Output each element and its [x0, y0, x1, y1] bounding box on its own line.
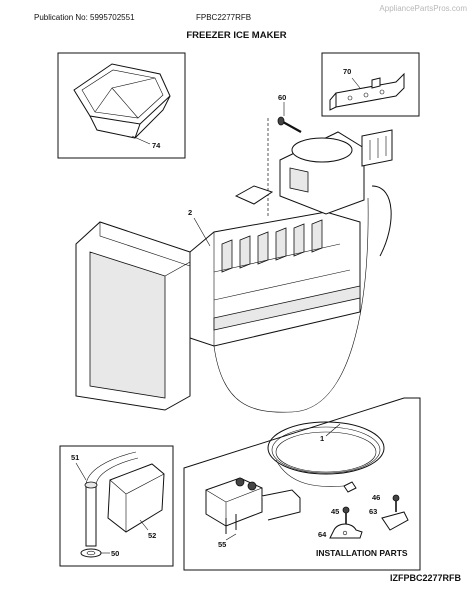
water-tube-coil-2	[271, 426, 381, 474]
screw-head	[277, 116, 285, 126]
mounting-ear	[234, 185, 274, 205]
bracket-hole	[347, 95, 353, 101]
ice-bin-box	[57, 52, 186, 159]
tube-clamp-64	[329, 523, 363, 539]
page-title: FREEZER ICE MAKER	[186, 30, 287, 41]
installation-caption: INSTALLATION PARTS	[316, 548, 408, 558]
connector-pins	[369, 136, 387, 160]
fill-tube-heater-cover	[107, 463, 165, 533]
ejector-finger	[257, 231, 269, 265]
installation-parts-group: 1 55 45 64 46 63 INSTALLATION PARTS	[183, 397, 421, 571]
grommet-hole	[86, 550, 96, 556]
valve-inlet	[225, 514, 237, 534]
callout-60: 60	[278, 93, 286, 102]
ice-bin-inner-fold	[94, 77, 156, 119]
leader-55	[225, 533, 237, 541]
bracket-box	[321, 52, 420, 117]
ice-bin-rim	[73, 63, 171, 125]
callout-50: 50	[111, 549, 119, 558]
leader-51	[75, 462, 87, 481]
clamp-hole	[342, 530, 348, 536]
grommet	[80, 548, 102, 558]
tube-clamp	[84, 481, 98, 489]
fill-cup-opening	[291, 137, 353, 163]
screw-46-head	[392, 494, 400, 502]
housing-fold	[164, 261, 191, 277]
bracket-group: 70	[321, 52, 420, 117]
callout-63: 63	[369, 507, 377, 516]
housing-cover	[89, 251, 166, 399]
fill-tube	[85, 485, 97, 547]
diagram-id: IZFPBC2277RFB	[389, 573, 461, 583]
valve-terminal	[247, 481, 257, 491]
screw-45-head	[342, 506, 350, 514]
water-tube-fitting	[343, 481, 357, 493]
callout-52: 52	[148, 531, 156, 540]
bracket-hole	[379, 89, 385, 95]
ejector-finger	[239, 235, 251, 269]
model-number: FPBC2277RFB	[196, 13, 252, 22]
water-tube-coil-3	[275, 431, 377, 473]
ejector-finger	[293, 223, 305, 257]
callout-45: 45	[331, 507, 339, 516]
cover-edges	[109, 473, 165, 532]
callout-74: 74	[152, 141, 161, 150]
callout-46: 46	[372, 493, 380, 502]
screw-shank	[282, 121, 302, 133]
screw-group: 60	[267, 93, 302, 218]
feeler-arm	[213, 197, 369, 413]
callout-51: 51	[71, 453, 79, 462]
valve-terminal	[235, 477, 245, 487]
wire-connector	[361, 129, 393, 167]
clip-63	[381, 511, 409, 531]
ice-maker-assembly: 2	[75, 129, 393, 413]
warning-label	[289, 167, 309, 193]
ejector-finger	[311, 219, 323, 253]
ejector-finger	[275, 227, 287, 261]
leader-74	[131, 135, 151, 145]
watermark: AppliancePartsPros.com	[379, 4, 467, 13]
callout-64: 64	[318, 530, 327, 539]
leader-52	[139, 519, 149, 531]
ice-bin-front	[89, 115, 141, 139]
mold-rail	[213, 285, 361, 331]
leader-2	[193, 217, 211, 247]
callout-55: 55	[218, 540, 226, 549]
installation-box	[183, 397, 421, 571]
bracket-hole	[363, 92, 369, 98]
publication-number: Publication No: 5995702551	[34, 13, 135, 22]
fill-tube-box	[59, 445, 174, 567]
leader-1	[325, 423, 341, 437]
ejector-finger	[221, 239, 233, 273]
leader-70	[351, 77, 361, 89]
wire-harness	[371, 185, 392, 257]
bracket-flange	[329, 92, 337, 111]
mold-ribs	[213, 243, 351, 301]
callout-1: 1	[320, 434, 324, 443]
bracket-tab	[371, 77, 381, 89]
callout-70: 70	[343, 67, 351, 76]
bracket-plate	[335, 72, 405, 108]
fill-tube-group: 51 50 52	[59, 445, 174, 567]
ice-bin-group: 74	[57, 52, 186, 159]
valve-outlet	[261, 489, 301, 521]
water-tube-coil	[267, 421, 385, 475]
ice-bin-side	[134, 95, 171, 139]
callout-2: 2	[188, 208, 192, 217]
fill-tube-hose	[85, 451, 137, 487]
housing-top-edge	[99, 222, 191, 267]
fill-tube-hose-2	[95, 457, 139, 487]
water-tube-end	[275, 459, 345, 487]
